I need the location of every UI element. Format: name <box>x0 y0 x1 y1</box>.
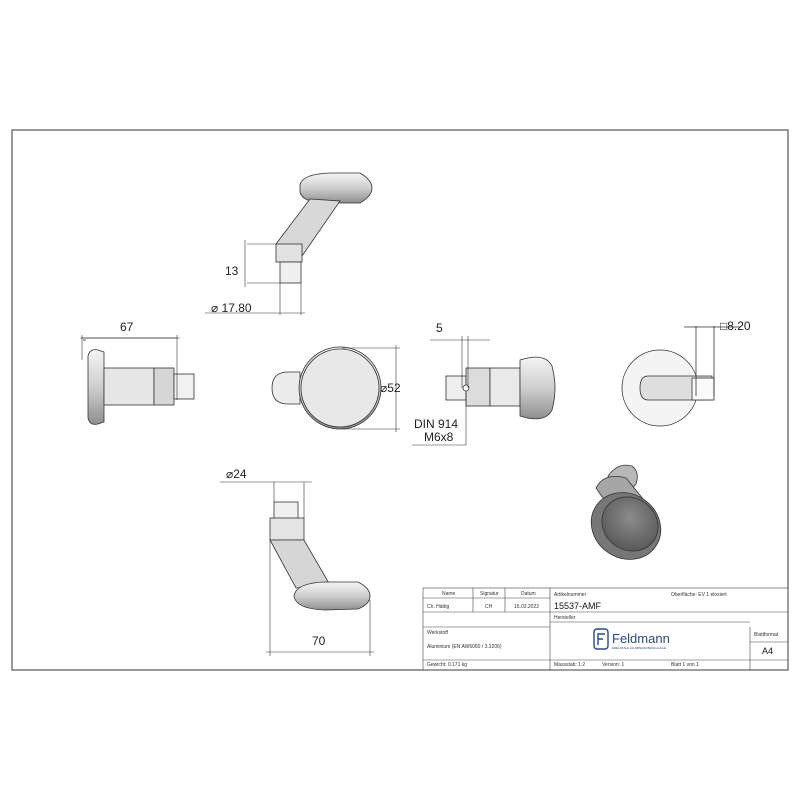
dim-67-label: 67 <box>120 320 134 334</box>
tb-material-header: Werkstoff <box>427 630 449 636</box>
tb-date: 15.03.2022 <box>514 604 539 610</box>
dim-5-label: 5 <box>436 321 443 335</box>
drawing-frame <box>11 129 789 671</box>
left-view <box>82 337 195 425</box>
dim-24-value: 24 <box>233 467 247 481</box>
tb-manufacturer-header: Hersteller <box>554 615 576 621</box>
dim-5 <box>412 336 490 446</box>
tb-surface: Oberfläche: EV 1 eloxiert <box>671 592 727 598</box>
tb-material: Aluminium (EN AW6060 / 3.3206) <box>427 644 502 650</box>
tb-weight: Gewicht: 0.171 kg <box>427 662 467 668</box>
brand-tagline: EDELSTAHL ALUMINIUM BESCHLÄGE <box>612 646 666 650</box>
dim-52-label: ⌀52 <box>380 381 401 395</box>
tb-name-header: Name <box>442 591 456 597</box>
dim-13 <box>244 240 280 287</box>
dim-8-20-label: □8.20 <box>720 319 751 333</box>
rear-view <box>621 326 740 427</box>
bottom-view <box>269 501 371 611</box>
tb-scale: Massstab: 1:2 <box>554 662 585 668</box>
tb-author: Ch. Hättig <box>427 604 449 610</box>
front-view <box>271 346 382 430</box>
tb-format-header: Blattformat <box>754 632 779 638</box>
dim-24-label: ⌀24 <box>226 467 247 481</box>
dim-17-80-label: ⌀ 17.80 <box>211 301 252 315</box>
dim-8-20-value: 8.20 <box>727 319 751 333</box>
right-view <box>445 356 556 420</box>
dim-13-label: 13 <box>225 264 239 278</box>
dim-17-80-value: 17.80 <box>222 301 252 315</box>
tb-signature-header: Signatur <box>480 591 499 597</box>
tb-article-number: 15537-AMF <box>554 601 602 611</box>
tb-format: A4 <box>762 646 773 656</box>
thread-size: M6x8 <box>424 430 454 444</box>
tb-article-header: Artikelnummer <box>554 592 587 598</box>
dim-70-label: 70 <box>312 634 326 648</box>
title-block <box>422 587 789 671</box>
iso-view <box>590 464 662 560</box>
dim-70 <box>266 540 374 656</box>
dim-24 <box>220 481 312 518</box>
tb-date-header: Datum <box>521 591 536 597</box>
dim-67 <box>80 335 180 400</box>
dim-52-value: 52 <box>387 381 401 395</box>
tb-sheet: Blatt 1 von 1 <box>671 662 699 668</box>
tb-version: Version: 1 <box>602 662 624 668</box>
brand-name: Feldmann <box>612 631 670 646</box>
dim-52 <box>342 345 400 432</box>
tb-author-signature: CH <box>485 604 493 610</box>
dim-17-80 <box>205 283 305 315</box>
feldmann-logo: Feldmann EDELSTAHL ALUMINIUM BESCHLÄGE <box>593 628 670 650</box>
top-view <box>275 172 373 284</box>
thread-standard: DIN 914 <box>414 417 458 431</box>
